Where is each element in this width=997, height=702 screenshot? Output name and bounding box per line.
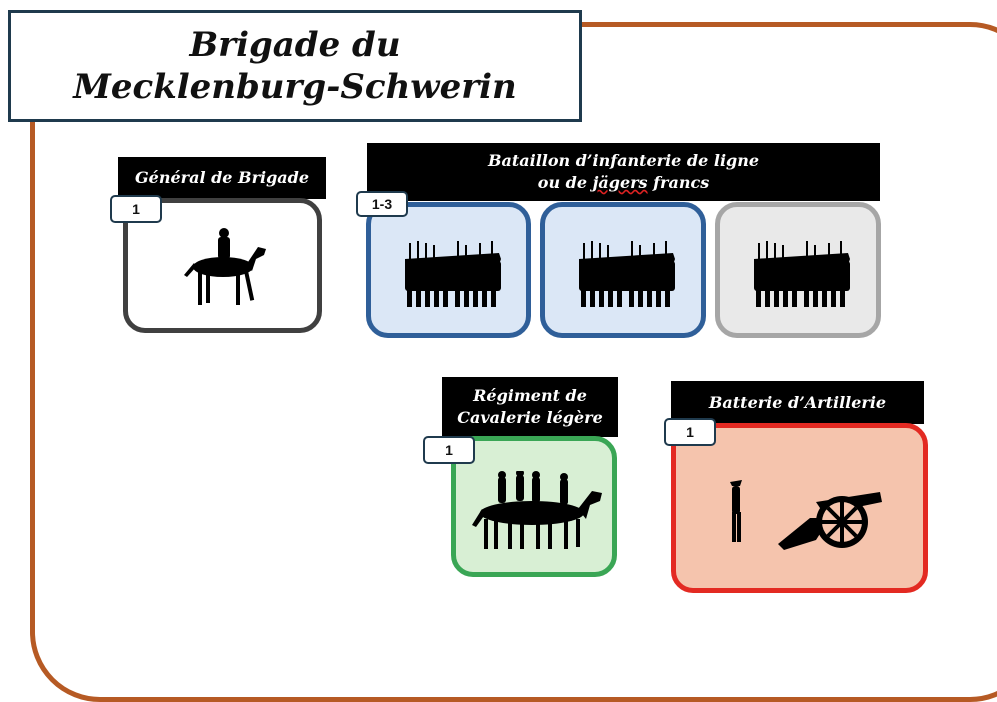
artillery-count: 1 [686,424,694,440]
gunner-icon [730,480,742,542]
infantry-card-2[interactable] [540,202,706,338]
artillery-card[interactable] [671,423,928,593]
title-line-1: Brigade du [189,25,401,65]
mounted-officer-icon [184,228,266,305]
title-box: Brigade du Mecklenburg-Schwerin [8,10,582,122]
cavalry-label-line-2: Cavalerie légère [457,408,603,427]
general-count-badge: 1 [110,195,162,223]
infantry-label-line-1: Bataillon d’infanterie de ligne [487,151,760,170]
infantry-card-3[interactable] [715,202,881,338]
cannon-icon [778,492,882,550]
infantry-count: 1-3 [371,196,393,212]
cavalry-label-line-1: Régiment de [473,386,587,405]
general-label-text: Général de Brigade [135,168,309,187]
infantry-count-badge: 1-3 [356,191,408,217]
brigade-frame [30,22,997,702]
cavalry-card[interactable] [451,436,617,577]
infantry-label-jagers: jägers [592,173,648,192]
cavalry-count-badge: 1 [423,436,475,464]
cavalry-riders-icon [472,471,602,549]
artillery-label: Batterie d’Artillerie [671,381,924,424]
infantry-column-icon [405,241,501,307]
infantry-card-1[interactable] [366,202,531,338]
infantry-label-line-2: ou de jägers francs [537,173,710,192]
general-count: 1 [132,201,140,217]
cavalry-count: 1 [445,442,453,458]
infantry-label: Bataillon d’infanterie de ligne ou de jä… [367,143,880,201]
infantry-column-icon [579,241,675,307]
general-label: Général de Brigade [118,157,326,199]
artillery-count-badge: 1 [664,418,716,446]
title-line-2: Mecklenburg-Schwerin [73,67,517,107]
infantry-column-icon [754,241,850,307]
artillery-label-text: Batterie d’Artillerie [708,392,887,412]
cavalry-label: Régiment de Cavalerie légère [442,377,618,437]
